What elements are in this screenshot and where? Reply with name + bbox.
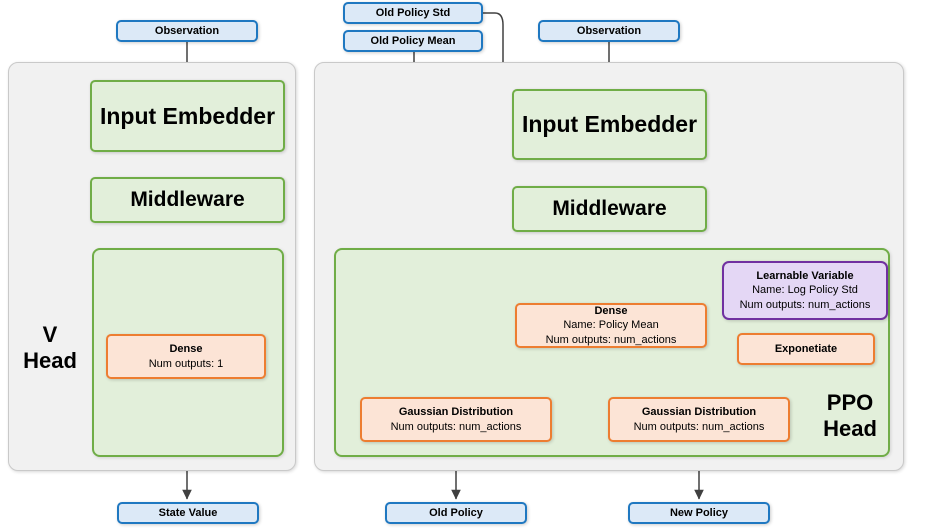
old-policy-mean-input[interactable]: Old Policy Mean [343, 30, 483, 52]
learnable-variable-name: Name: Log Policy Std [752, 284, 858, 297]
exponentiate-title: Exponetiate [774, 342, 838, 355]
input-embedder-v[interactable]: Input Embedder [90, 80, 285, 152]
dense-v-num-outputs: Num outputs: 1 [148, 357, 224, 370]
old-policy-std-input[interactable]: Old Policy Std [343, 2, 483, 24]
gaussian-new-title: Gaussian Distribution [641, 406, 757, 419]
ppo-head-label: PPO Head [823, 390, 877, 441]
middleware-v[interactable]: Middleware [90, 177, 285, 223]
input-embedder-ppo[interactable]: Input Embedder [512, 89, 707, 160]
observation-input-ppo[interactable]: Observation [538, 20, 680, 42]
dense-policy-mean-name: Name: Policy Mean [563, 319, 659, 332]
dense-policy-mean-num-outputs: Num outputs: num_actions [545, 333, 677, 346]
gaussian-new-num-outputs: Num outputs: num_actions [633, 420, 765, 433]
dense-policy-mean[interactable]: Dense Name: Policy Mean Num outputs: num… [515, 303, 707, 348]
middleware-ppo[interactable]: Middleware [512, 186, 707, 232]
dense-v-title: Dense [169, 343, 203, 356]
v-head-label: V Head [23, 322, 77, 373]
gaussian-distribution-new[interactable]: Gaussian Distribution Num outputs: num_a… [608, 397, 790, 442]
state-value-output[interactable]: State Value [117, 502, 259, 524]
gaussian-old-title: Gaussian Distribution [398, 406, 514, 419]
learnable-variable-title: Learnable Variable [756, 270, 854, 283]
dense-v[interactable]: Dense Num outputs: 1 [106, 334, 266, 379]
exponentiate[interactable]: Exponetiate [737, 333, 875, 365]
old-policy-output[interactable]: Old Policy [385, 502, 527, 524]
gaussian-old-num-outputs: Num outputs: num_actions [390, 420, 522, 433]
learnable-variable-num-outputs: Num outputs: num_actions [739, 298, 871, 311]
observation-input-v[interactable]: Observation [116, 20, 258, 42]
learnable-variable-log-policy-std[interactable]: Learnable Variable Name: Log Policy Std … [722, 261, 888, 320]
new-policy-output[interactable]: New Policy [628, 502, 770, 524]
gaussian-distribution-old[interactable]: Gaussian Distribution Num outputs: num_a… [360, 397, 552, 442]
dense-policy-mean-title: Dense [594, 305, 628, 318]
